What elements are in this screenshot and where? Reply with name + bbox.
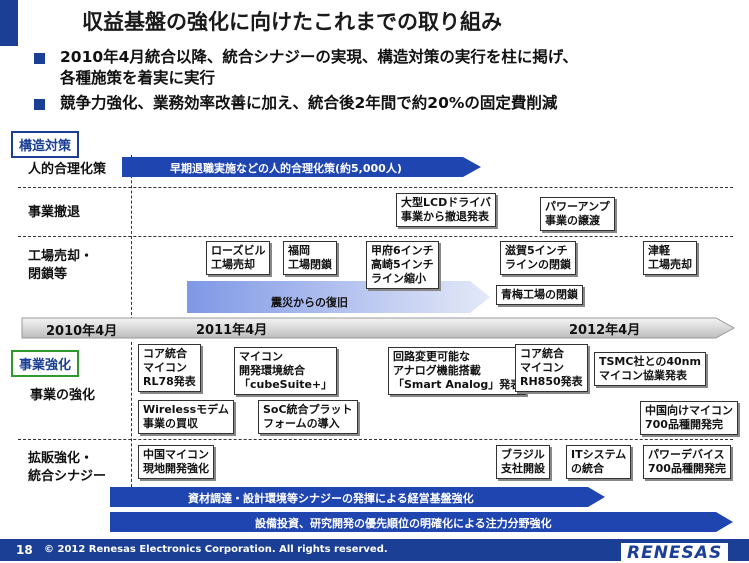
copyright-text: © 2012 Renesas Electronics Corporation. …: [44, 544, 388, 555]
synergy-arrow: [110, 487, 605, 507]
event-smart-analog-release: 回路変更可能なアナログ機能搭載「Smart Analog」発表: [388, 347, 527, 395]
synergy-arrow-label: 資材調達・設計環境等シナジーの発揮による経営基盤強化: [188, 492, 474, 505]
row-label-sales-1: 拡販強化・: [28, 451, 94, 466]
row-label-plant-1: 工場売却・: [28, 249, 94, 264]
renesas-logo: RENESAS: [621, 543, 729, 563]
event-roseville-sale: ローズビル工場売却: [206, 241, 271, 275]
event-power-amp-transfer: パワーアンプ事業の譲渡: [540, 197, 615, 231]
focus-arrow: [110, 512, 733, 532]
event-cubesuite-release: マイコン開発環境統合「cubeSuite+」: [234, 347, 338, 395]
section-tag-business: 事業強化: [11, 350, 80, 377]
timeline-date-2011: 2011年4月: [196, 323, 268, 338]
recovery-arrow: [187, 281, 490, 313]
timeline-divider: [131, 342, 132, 487]
timeline-date-2010: 2010年4月: [46, 324, 118, 339]
event-kofu-takasaki-reduction: 甲府6インチ高崎5インチライン縮小: [366, 241, 439, 289]
bullet-1-line-1: 2010年4月統合以降、統合シナジーの実現、構造対策の実行を柱に掲げ、: [60, 48, 578, 66]
footer-bar: [0, 539, 749, 561]
event-soc-platform: SoC統合プラットフォームの導入: [258, 400, 358, 434]
event-shiga-closure: 滋賀5インチラインの閉鎖: [500, 241, 576, 275]
event-brazil-office: ブラジル支社開設: [496, 445, 550, 479]
bullet-1-line-2: 各種施策を着実に実行: [60, 69, 216, 87]
event-it-integration: ITシステムの統合: [566, 445, 632, 479]
row-label-strengthening: 事業の強化: [30, 388, 96, 403]
recovery-arrow-label: 震災からの復旧: [271, 296, 348, 309]
row-divider: [18, 187, 733, 188]
bullet-marker: [34, 99, 45, 110]
event-tsugaru-sale: 津軽工場売却: [643, 241, 697, 275]
personnel-arrow: [122, 157, 481, 177]
event-china-local-dev: 中国マイコン現地開発強化: [138, 445, 214, 479]
page-number: 18: [16, 543, 33, 557]
row-divider: [18, 236, 733, 237]
event-wireless-acquisition: Wirelessモデム事業の買収: [138, 400, 234, 434]
personnel-arrow-label: 早期退職実施などの人的合理化策(約5,000人): [170, 162, 402, 175]
event-lcd-withdrawal: 大型LCDドライバ事業から撤退発表: [396, 193, 496, 227]
timeline-divider: [131, 155, 132, 320]
timeline-date-2012: 2012年4月: [569, 323, 641, 338]
bullet-marker: [34, 53, 45, 64]
bullet-2: 競争力強化、業務効率改善に加え、統合後2年間で約20%の固定費削減: [60, 94, 558, 112]
row-label-withdrawal: 事業撤退: [28, 205, 81, 220]
row-label-plant-2: 閉鎖等: [28, 267, 68, 282]
event-fukuoka-closure: 福岡工場閉鎖: [283, 241, 337, 275]
row-divider: [18, 439, 733, 440]
focus-arrow-label: 設備投資、研究開発の優先順位の明確化による注力分野強化: [255, 517, 552, 530]
timeline-arrow: [21, 317, 736, 339]
page-title: 収益基盤の強化に向けたこれまでの取り組み: [82, 10, 502, 34]
row-label-sales-2: 統合シナジー: [28, 469, 107, 484]
section-tag-structural: 構造対策: [11, 131, 80, 158]
title-accent-bar: [0, 0, 18, 46]
event-ome-closure: 青梅工場の閉鎖: [496, 285, 583, 305]
row-label-personnel: 人的合理化策: [28, 162, 107, 177]
